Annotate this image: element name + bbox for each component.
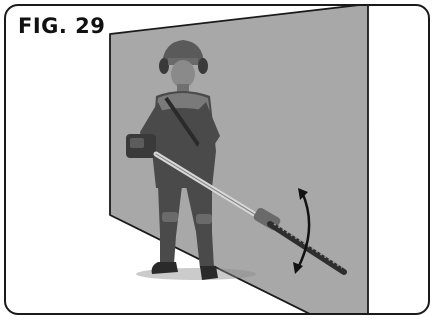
knee-pad-left (162, 212, 178, 222)
engine-cover (130, 138, 144, 148)
figure-illustration (6, 6, 430, 315)
ear-muff-right (198, 58, 208, 74)
boot-right (200, 266, 218, 280)
wall-panel (110, 6, 368, 315)
face (171, 60, 195, 88)
neck (177, 84, 189, 92)
figure-label: FIG. 29 (18, 16, 105, 37)
knee-pad-right (196, 214, 212, 224)
figure-frame: FIG. 29 (4, 4, 430, 315)
boot-left (152, 262, 178, 274)
ear-muff-left (159, 58, 169, 74)
